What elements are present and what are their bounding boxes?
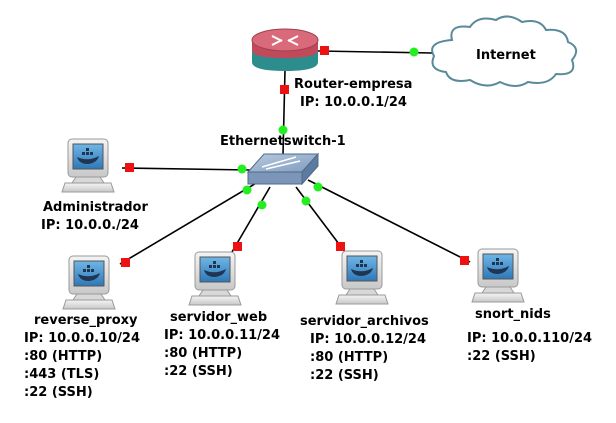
status-stopped-icon	[125, 163, 134, 172]
switch-icon[interactable]	[246, 152, 320, 186]
status-stopped-icon	[121, 258, 130, 267]
admin-label: Administrador IP: 10.0.0./24	[41, 199, 148, 235]
admin-name: Administrador	[43, 200, 148, 215]
snort-nids-ip: IP: 10.0.0.110/24	[467, 331, 593, 346]
status-stopped-icon	[460, 256, 469, 265]
snort-nids-computer-icon[interactable]	[471, 248, 525, 303]
servidor-web-port: :22 (SSH)	[164, 364, 233, 379]
servidor-web-label: servidor_web IP: 10.0.0.11/24 :80 (HTTP)…	[164, 309, 280, 381]
reverse-proxy-label: reverse_proxy IP: 10.0.0.10/24 :80 (HTTP…	[24, 312, 140, 402]
internet-cloud[interactable]	[431, 15, 578, 87]
reverse-proxy-ip: IP: 10.0.0.10/24	[24, 331, 141, 346]
snort-nids-port: :22 (SSH)	[467, 349, 536, 364]
status-stopped-icon	[320, 46, 329, 55]
links	[119, 50, 471, 265]
switch-label: Ethernetswitch-1	[220, 134, 346, 149]
snort-nids-label: snort_nids IP: 10.0.0.110/24 :22 (SSH)	[467, 306, 592, 366]
link-reverse-proxy-switch	[119, 181, 259, 265]
servidor-web-port: :80 (HTTP)	[164, 346, 243, 361]
status-stopped-icon	[280, 85, 289, 94]
servidor-archivos-port: :22 (SSH)	[310, 368, 379, 383]
servidor-archivos-ip: IP: 10.0.0.12/24	[310, 332, 427, 347]
status-stopped-icon	[336, 242, 345, 251]
reverse-proxy-computer-icon[interactable]	[62, 255, 116, 310]
status-up-icon	[409, 47, 419, 57]
reverse-proxy-port: :443 (TLS)	[24, 367, 100, 382]
servidor-archivos-label: servidor_archivos IP: 10.0.0.12/24 :80 (…	[300, 313, 429, 385]
link-snort-nids-switch	[307, 179, 471, 263]
router-name: Router-empresa	[294, 77, 413, 92]
status-up-icon	[237, 164, 247, 174]
status-up-icon	[313, 182, 323, 192]
link-status-indicators	[121, 46, 469, 267]
router-icon[interactable]	[251, 28, 319, 71]
snort-nids-name: snort_nids	[475, 307, 551, 322]
admin-computer-icon[interactable]	[61, 138, 115, 193]
status-up-icon	[301, 196, 311, 206]
reverse-proxy-name: reverse_proxy	[34, 313, 138, 328]
servidor-archivos-port: :80 (HTTP)	[310, 350, 389, 365]
router-ip: IP: 10.0.0.1/24	[300, 95, 407, 110]
link-router-switch	[282, 69, 286, 156]
internet-label: Internet	[476, 48, 536, 63]
reverse-proxy-port: :80 (HTTP)	[24, 349, 103, 364]
status-up-icon	[278, 125, 288, 135]
link-admin-switch	[121, 167, 251, 171]
servidor-archivos-name: servidor_archivos	[300, 314, 429, 329]
servidor-web-computer-icon[interactable]	[188, 251, 242, 306]
admin-ip: IP: 10.0.0./24	[41, 218, 139, 233]
status-up-icon	[257, 200, 267, 210]
router-label: Router-empresa IP: 10.0.0.1/24	[294, 76, 412, 112]
servidor-web-ip: IP: 10.0.0.11/24	[164, 328, 281, 343]
status-up-icon	[242, 185, 252, 195]
servidor-archivos-computer-icon[interactable]	[335, 250, 389, 305]
reverse-proxy-port: :22 (SSH)	[24, 385, 93, 400]
status-stopped-icon	[233, 242, 242, 251]
link-servidor-web-switch	[231, 186, 271, 253]
servidor-web-name: servidor_web	[170, 310, 268, 325]
